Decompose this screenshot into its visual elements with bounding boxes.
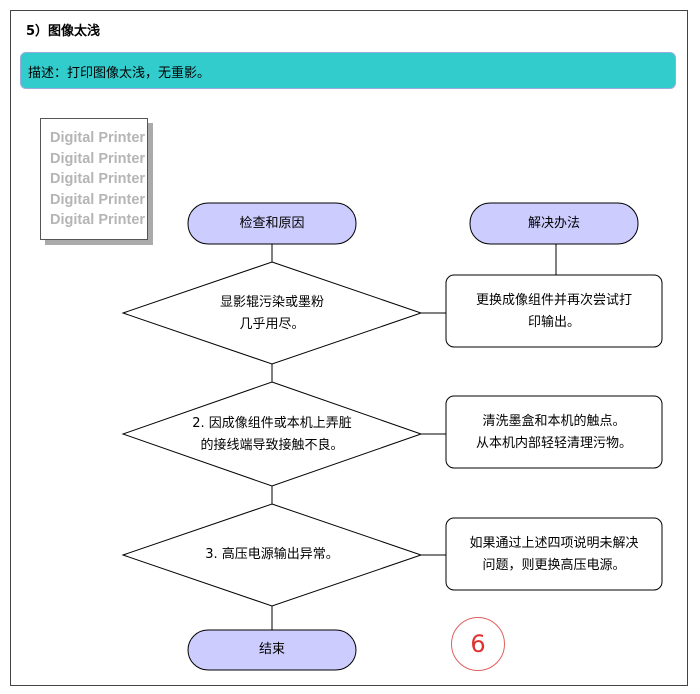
solution-3-line2: 问题，则更换高压电源。 <box>482 558 626 573</box>
page-marker: 6 <box>451 617 505 671</box>
solution-3-line1: 如果通过上述四项说明未解决 <box>469 536 639 551</box>
check-header-label: 检查和原因 <box>239 216 305 231</box>
solution-header-label: 解决办法 <box>527 216 580 231</box>
check-2-line1: 2. 因成像组件或本机上弄脏 <box>192 416 352 431</box>
sample-line: Digital Printer <box>50 171 146 187</box>
check-3-line1: 3. 高压电源输出异常。 <box>205 547 339 562</box>
check-2-text: 2. 因成像组件或本机上弄脏 的接线端导致接触不良。 <box>172 413 372 457</box>
check-2-line2: 的接线端导致接触不良。 <box>200 438 344 453</box>
solution-2-line2: 从本机内部轻轻清理污物。 <box>475 436 632 451</box>
decision-diamond <box>121 381 423 487</box>
solution-box <box>445 274 663 348</box>
solution-1-text: 更换成像组件并再次尝试打 印输出。 <box>446 290 662 334</box>
end-label: 结束 <box>258 642 285 657</box>
sample-line: Digital Printer <box>50 191 146 208</box>
solution-1-line2: 印输出。 <box>527 315 580 330</box>
solution-2-line1: 清洗墨盒和本机的触点。 <box>482 414 626 429</box>
check-1-text: 显影辊污染或墨粉 几乎用尽。 <box>172 292 372 336</box>
sample-line: Digital Printer <box>50 130 146 146</box>
solution-header-pill <box>469 202 639 245</box>
solution-1-line1: 更换成像组件并再次尝试打 <box>475 293 632 308</box>
decision-diamond <box>121 261 423 365</box>
print-sample: Digital Printer Digital Printer Digital … <box>40 118 148 240</box>
decision-diamond <box>121 503 423 607</box>
solution-box <box>445 517 663 591</box>
check-1-line2: 几乎用尽。 <box>239 317 305 332</box>
solution-box <box>445 395 663 469</box>
solution-2-text: 清洗墨盒和本机的触点。 从本机内部轻轻清理污物。 <box>446 411 662 455</box>
check-1-line1: 显影辊污染或墨粉 <box>219 295 324 310</box>
solution-3-text: 如果通过上述四项说明未解决 问题，则更换高压电源。 <box>446 533 662 577</box>
check-header-pill <box>187 202 357 245</box>
section-title: 5）图像太浅 <box>26 24 101 39</box>
description-text: 描述：打印图像太浅，无重影。 <box>28 66 211 81</box>
sample-line: Digital Printer <box>50 212 146 228</box>
description-bar <box>20 52 676 89</box>
sample-line: Digital Printer <box>50 150 146 167</box>
check-3-text: 3. 高压电源输出异常。 <box>172 544 372 566</box>
end-pill <box>187 629 357 671</box>
